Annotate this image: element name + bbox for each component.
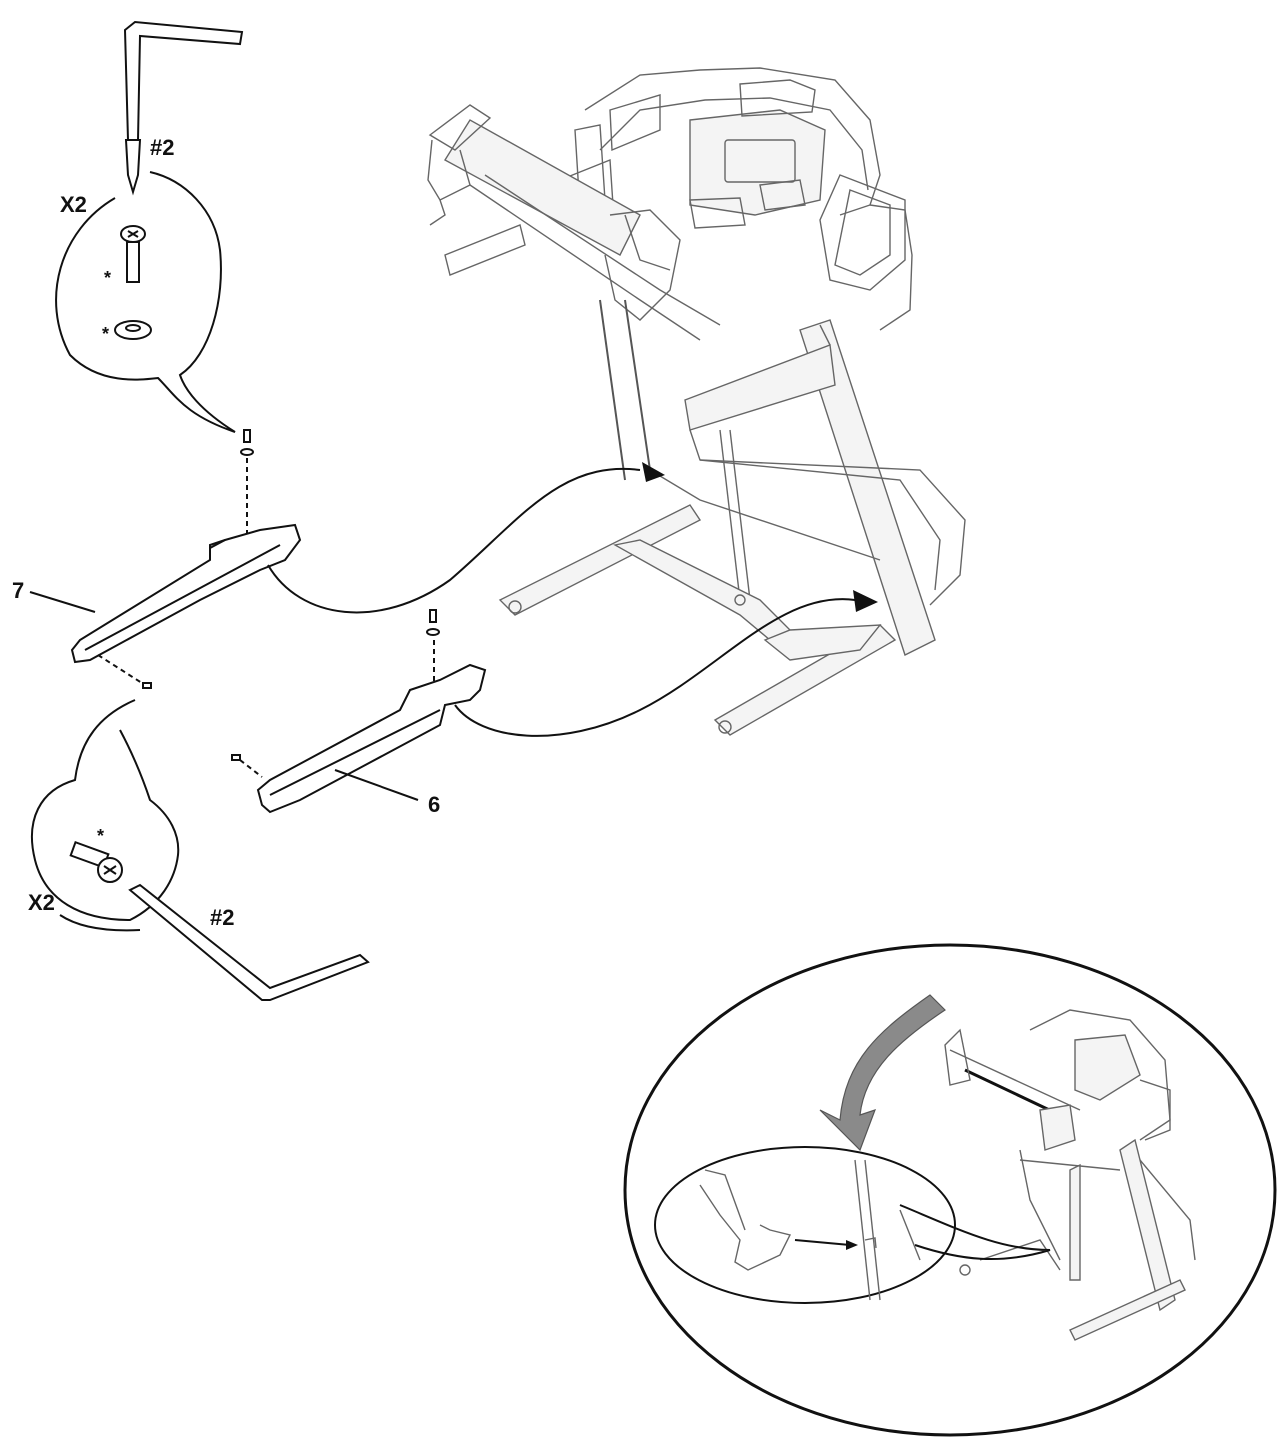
- star-mark: *: [104, 268, 111, 288]
- arrowhead-icon: [642, 462, 665, 482]
- l-key-tool-icon: [123, 20, 244, 196]
- quantity-label: X2: [60, 192, 87, 217]
- treadmill-illustration: [427, 67, 966, 736]
- screw-icon: [69, 840, 123, 883]
- screw-icon: [120, 225, 146, 283]
- star-mark: *: [102, 324, 109, 344]
- bottom-hardware-callout: X2 #2 *: [28, 699, 370, 1001]
- l-key-tool-icon: [128, 883, 370, 1001]
- small-screw-icon: [240, 429, 254, 456]
- part-7-label: 7: [12, 578, 24, 603]
- fold-arrow-icon: [819, 994, 946, 1152]
- part-6-label: 6: [428, 792, 440, 817]
- tool-size-label: #2: [210, 905, 234, 930]
- curved-arrow: [267, 467, 641, 614]
- part-7-cover: [70, 523, 302, 664]
- quantity-label: X2: [28, 890, 55, 915]
- arrowhead-icon: [853, 590, 878, 612]
- fold-detail-inset: [623, 943, 1277, 1437]
- small-screw-icon: [142, 682, 152, 689]
- part-6-cover: [256, 663, 487, 814]
- top-hardware-callout: X2 #2 * *: [55, 20, 244, 433]
- tool-size-label: #2: [150, 135, 174, 160]
- washer-icon: [114, 320, 152, 340]
- curved-arrow: [454, 598, 856, 737]
- star-mark: *: [97, 826, 104, 846]
- small-screw-icon: [426, 609, 440, 636]
- small-screw-icon: [231, 754, 241, 761]
